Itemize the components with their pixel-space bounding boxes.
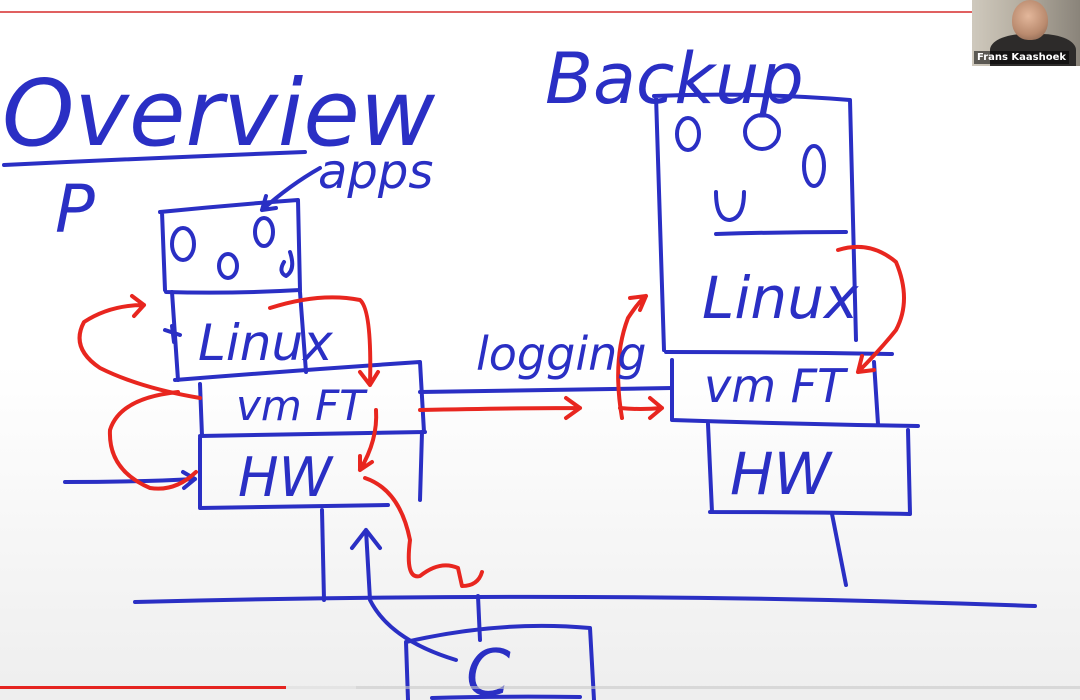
app-circle-3 bbox=[253, 216, 275, 248]
title-underline bbox=[2, 150, 307, 167]
backup-vmft-box bbox=[664, 350, 920, 428]
apps-label: apps bbox=[318, 144, 433, 200]
app-circle-1 bbox=[170, 226, 196, 262]
client-bottom-line bbox=[430, 694, 582, 700]
red-hw-to-client bbox=[363, 476, 484, 588]
backup-vmm-label: vm FT bbox=[704, 359, 849, 413]
client-to-hw-arrow bbox=[350, 528, 458, 662]
backup-os-label: Linux bbox=[702, 264, 859, 332]
red-logging-arrow bbox=[418, 396, 582, 420]
red-hw-loop bbox=[107, 390, 198, 491]
app-circle-4 bbox=[279, 250, 295, 278]
client-label: C bbox=[466, 637, 511, 700]
backup-app-circle-2 bbox=[743, 113, 781, 151]
logging-line bbox=[418, 386, 674, 394]
backup-hw-label: HW bbox=[730, 440, 834, 508]
presenter-head bbox=[1012, 0, 1048, 40]
top-border-line bbox=[0, 11, 972, 13]
backup-label: Backup bbox=[545, 38, 804, 120]
primary-hw-box bbox=[198, 430, 424, 510]
presenter-name: Frans Kaashoek bbox=[974, 51, 1070, 64]
linux-tick bbox=[163, 324, 182, 344]
backup-app-circle-4 bbox=[714, 190, 746, 222]
backup-hw-box bbox=[706, 422, 912, 516]
backup-app-circle-1 bbox=[675, 116, 701, 152]
backup-stand bbox=[830, 512, 848, 587]
red-vmft-to-hw bbox=[358, 408, 379, 472]
primary-os-label: Linux bbox=[198, 314, 333, 372]
client-vertical-line bbox=[476, 594, 482, 642]
primary-vmm-label: vm FT bbox=[236, 381, 368, 430]
backup-app-circle-3 bbox=[802, 144, 826, 188]
red-linux-loop bbox=[77, 294, 202, 400]
app-circle-2 bbox=[217, 252, 239, 280]
backup-apps-divider bbox=[714, 230, 848, 236]
primary-vmft-box bbox=[173, 360, 427, 438]
client-box bbox=[404, 623, 596, 700]
primary-apps-box bbox=[158, 198, 302, 295]
logging-label: logging bbox=[476, 327, 646, 381]
primary-hw-label: HW bbox=[238, 446, 335, 509]
ground-line bbox=[133, 594, 1037, 608]
title-text: Overview bbox=[2, 60, 436, 167]
apps-pointer-arrow bbox=[260, 166, 322, 212]
presenter-webcam: Frans Kaashoek bbox=[972, 0, 1080, 66]
red-backup-up-arrow bbox=[616, 294, 648, 420]
video-played-fill bbox=[0, 686, 286, 689]
backup-apps-box bbox=[652, 92, 858, 352]
red-logging-to-backup bbox=[618, 396, 664, 420]
primary-stand bbox=[320, 508, 326, 602]
primary-label: P bbox=[55, 171, 95, 248]
video-progress-bar[interactable] bbox=[0, 686, 1080, 689]
red-backup-loop bbox=[836, 244, 906, 374]
red-linux-to-vmft bbox=[268, 295, 380, 387]
